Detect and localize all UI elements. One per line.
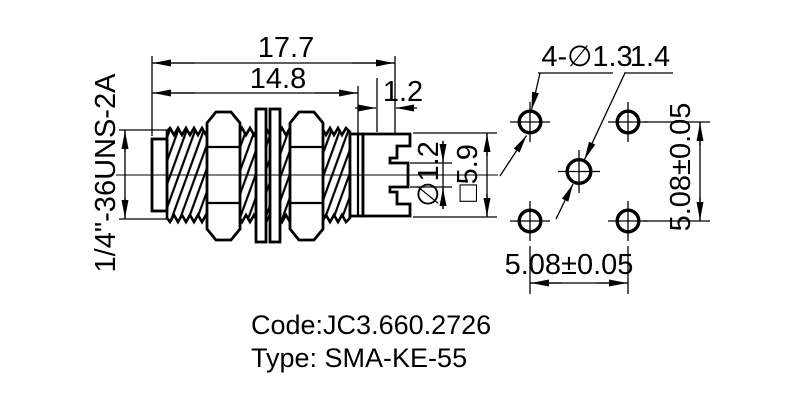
part-code-text: Code:JC3.660.2726 xyxy=(251,310,491,340)
dim-pitch-horizontal-label: 5.08±0.05 xyxy=(505,249,634,281)
mounting-hole-bottom-left xyxy=(510,201,550,241)
thread-spec-label: 1/4"-36UNS-2A xyxy=(90,73,122,273)
dim-overall-length: 17.7 xyxy=(151,32,396,136)
dim-body-length: 14.8 xyxy=(152,63,359,133)
mounting-hole-bottom-right xyxy=(608,201,648,241)
dim-pin-label: ∅1.2 xyxy=(413,141,445,207)
title-block: Code:JC3.660.2726 Type: SMA-KE-55 xyxy=(251,310,491,373)
dim-tab-width: 1.2 xyxy=(355,76,423,132)
dim-1-2-label: 1.2 xyxy=(383,76,423,108)
leader-center-hole: 1.4 xyxy=(555,41,673,220)
footprint-view: 4-∅1.3 1.4 5.08±0.05 5.08±0.05 xyxy=(499,41,710,294)
corner-holes-label: 4-∅1.3 xyxy=(541,41,632,73)
dim-thread: 1/4"-36UNS-2A xyxy=(90,73,167,273)
mounting-hole-top-left xyxy=(510,102,550,142)
leader-corner-holes: 4-∅1.3 xyxy=(499,41,633,177)
hex-nut-left xyxy=(205,110,242,242)
dim-pitch-vertical: 5.08±0.05 xyxy=(644,103,710,232)
center-hole-label: 1.4 xyxy=(630,41,670,73)
dim-14-8-label: 14.8 xyxy=(250,63,306,95)
dim-pin-diameter: ∅1.2 xyxy=(410,141,452,209)
mounting-hole-top-right xyxy=(608,102,648,142)
side-view: 1/4"-36UNS-2A 17.7 14.8 1.2 xyxy=(90,32,498,272)
dim-pitch-horizontal: 5.08±0.05 xyxy=(505,246,634,294)
dim-square-5-9: □5.9 xyxy=(413,132,497,218)
hex-nut-right xyxy=(288,110,325,242)
center-pin-hole xyxy=(558,150,600,193)
dim-square-label: □5.9 xyxy=(452,144,484,202)
dim-17-7-label: 17.7 xyxy=(258,32,314,64)
dim-pitch-vertical-label: 5.08±0.05 xyxy=(665,103,697,232)
part-type-text: Type: SMA-KE-55 xyxy=(251,343,467,373)
